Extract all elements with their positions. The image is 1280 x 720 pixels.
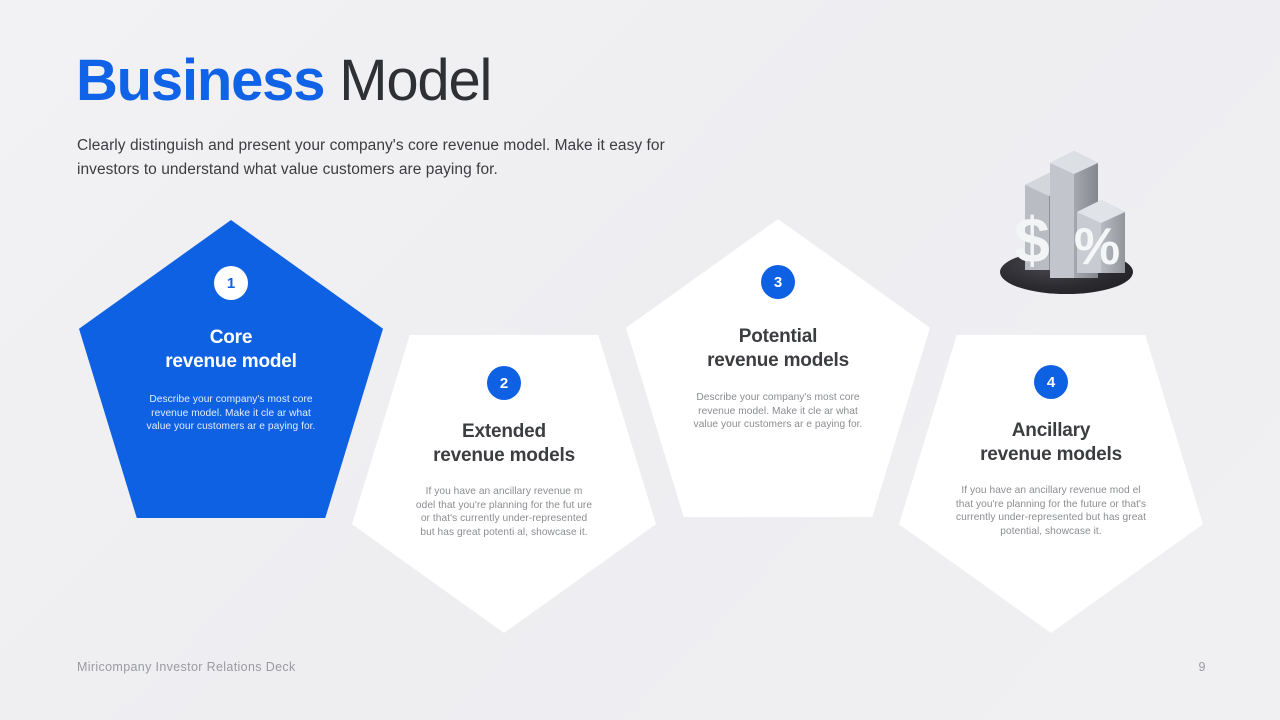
dollar-sign-icon: $ bbox=[1014, 204, 1050, 276]
page-subtitle: Clearly distinguish and present your com… bbox=[77, 137, 665, 178]
page-title-accent: Business bbox=[76, 48, 325, 113]
pentagon-heading-4: Ancillary revenue models bbox=[980, 420, 1122, 465]
pentagon-content-1: 1 Core revenue model Describe your compa… bbox=[79, 220, 383, 518]
pentagon-content-3: 3 Potential revenue models Describe your… bbox=[626, 219, 930, 517]
step-badge-2: 2 bbox=[487, 366, 521, 400]
bar-chart-3d-illustration: $ % bbox=[994, 140, 1144, 310]
pentagon-card-3[interactable]: 3 Potential revenue models Describe your… bbox=[626, 219, 930, 517]
step-badge-4: 4 bbox=[1034, 365, 1068, 399]
pentagon-heading-2: Extended revenue models bbox=[433, 421, 575, 466]
pentagon-card-4[interactable]: 4 Ancillary revenue models If you have a… bbox=[899, 335, 1203, 633]
pentagon-content-2: 2 Extended revenue models If you have an… bbox=[352, 335, 656, 633]
page-title-plain: Model bbox=[324, 48, 492, 113]
pentagon-body-2: If you have an ancillary revenue m odel … bbox=[415, 486, 593, 538]
step-badge-3: 3 bbox=[761, 265, 795, 299]
pentagon-card-1[interactable]: 1 Core revenue model Describe your compa… bbox=[79, 220, 383, 518]
pentagon-content-4: 4 Ancillary revenue models If you have a… bbox=[899, 335, 1203, 633]
pentagon-body-4: If you have an ancillary revenue mod el … bbox=[955, 485, 1147, 537]
pentagon-body-3: Describe your company's most core revenu… bbox=[693, 392, 863, 431]
percent-sign-icon: % bbox=[1074, 218, 1120, 276]
pentagon-body-1: Describe your company's most core revenu… bbox=[146, 394, 316, 433]
pentagon-heading-1: Core revenue model bbox=[165, 327, 297, 372]
pentagon-card-2[interactable]: 2 Extended revenue models If you have an… bbox=[352, 335, 656, 633]
bar-chart-icon: $ % bbox=[1014, 151, 1125, 278]
pentagon-heading-3: Potential revenue models bbox=[707, 326, 849, 371]
step-badge-1: 1 bbox=[214, 266, 248, 300]
page-title: Business Model bbox=[76, 52, 492, 110]
footer-page-number: 9 bbox=[1198, 660, 1206, 674]
bar-right bbox=[1077, 200, 1125, 273]
footer-deck-name: Miricompany Investor Relations Deck bbox=[77, 660, 296, 674]
